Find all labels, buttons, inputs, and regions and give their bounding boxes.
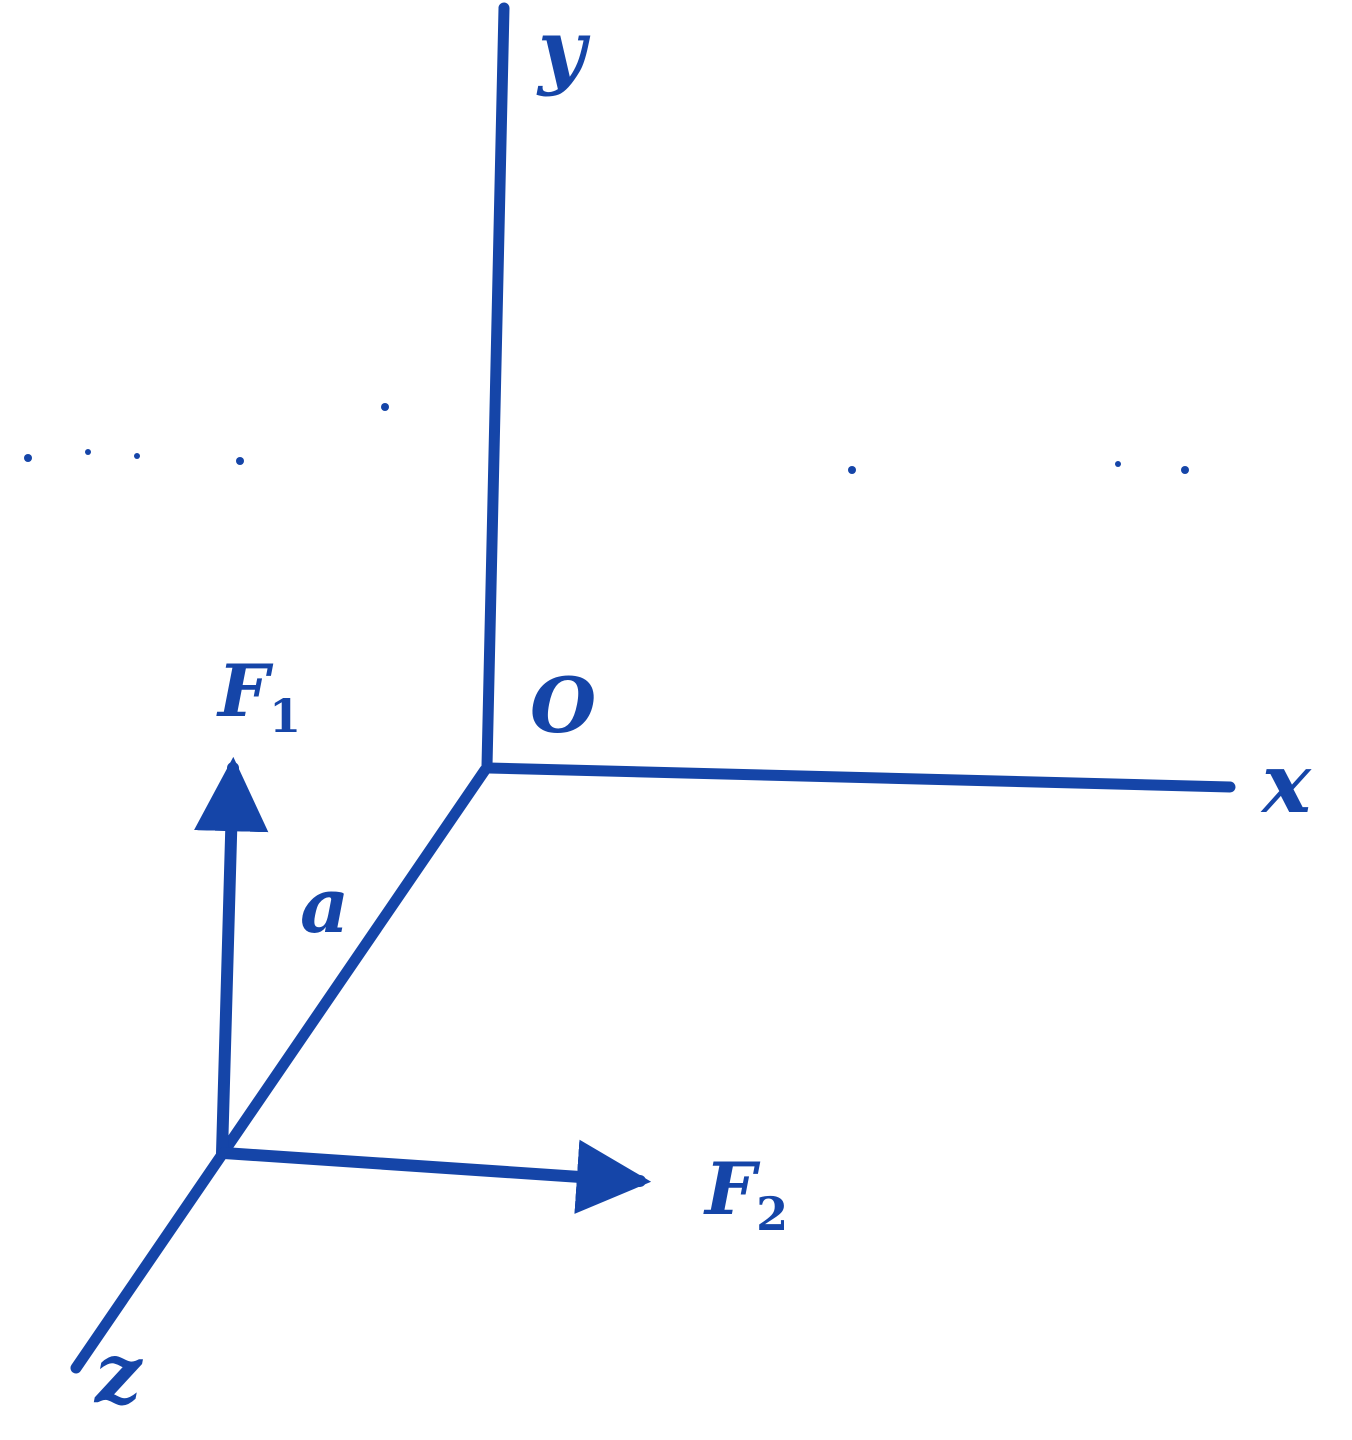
force-f2-arrow (218, 1139, 652, 1214)
force-f1-label-base: F (216, 648, 274, 733)
force-f2-label: F2 (703, 1146, 788, 1241)
force-f1-arrow (194, 756, 269, 1159)
force-f2-label-base: F (703, 1146, 761, 1231)
noise-dot (134, 453, 140, 459)
z-axis-label: z (93, 1326, 143, 1422)
force-f1-label-sub: 1 (269, 689, 301, 743)
noise-dot (1115, 461, 1121, 467)
noise-dot (24, 454, 32, 462)
x-axis-line (483, 762, 1236, 793)
origin-label: O (530, 661, 596, 750)
noise-dot (85, 449, 91, 455)
y-axis-line (481, 2, 510, 772)
z-axis-line (70, 764, 491, 1374)
y-axis-label: y (536, 2, 591, 98)
distance-a-label: a (300, 861, 349, 950)
force-f1-label: F1 (216, 648, 301, 743)
x-axis-label: x (1260, 736, 1312, 832)
noise-dot (236, 457, 244, 465)
noise-dot (381, 403, 389, 411)
scan-noise-dots (24, 403, 1189, 474)
noise-dot (848, 466, 856, 474)
noise-dot (1181, 466, 1189, 474)
force-f2-label-sub: 2 (756, 1187, 788, 1241)
